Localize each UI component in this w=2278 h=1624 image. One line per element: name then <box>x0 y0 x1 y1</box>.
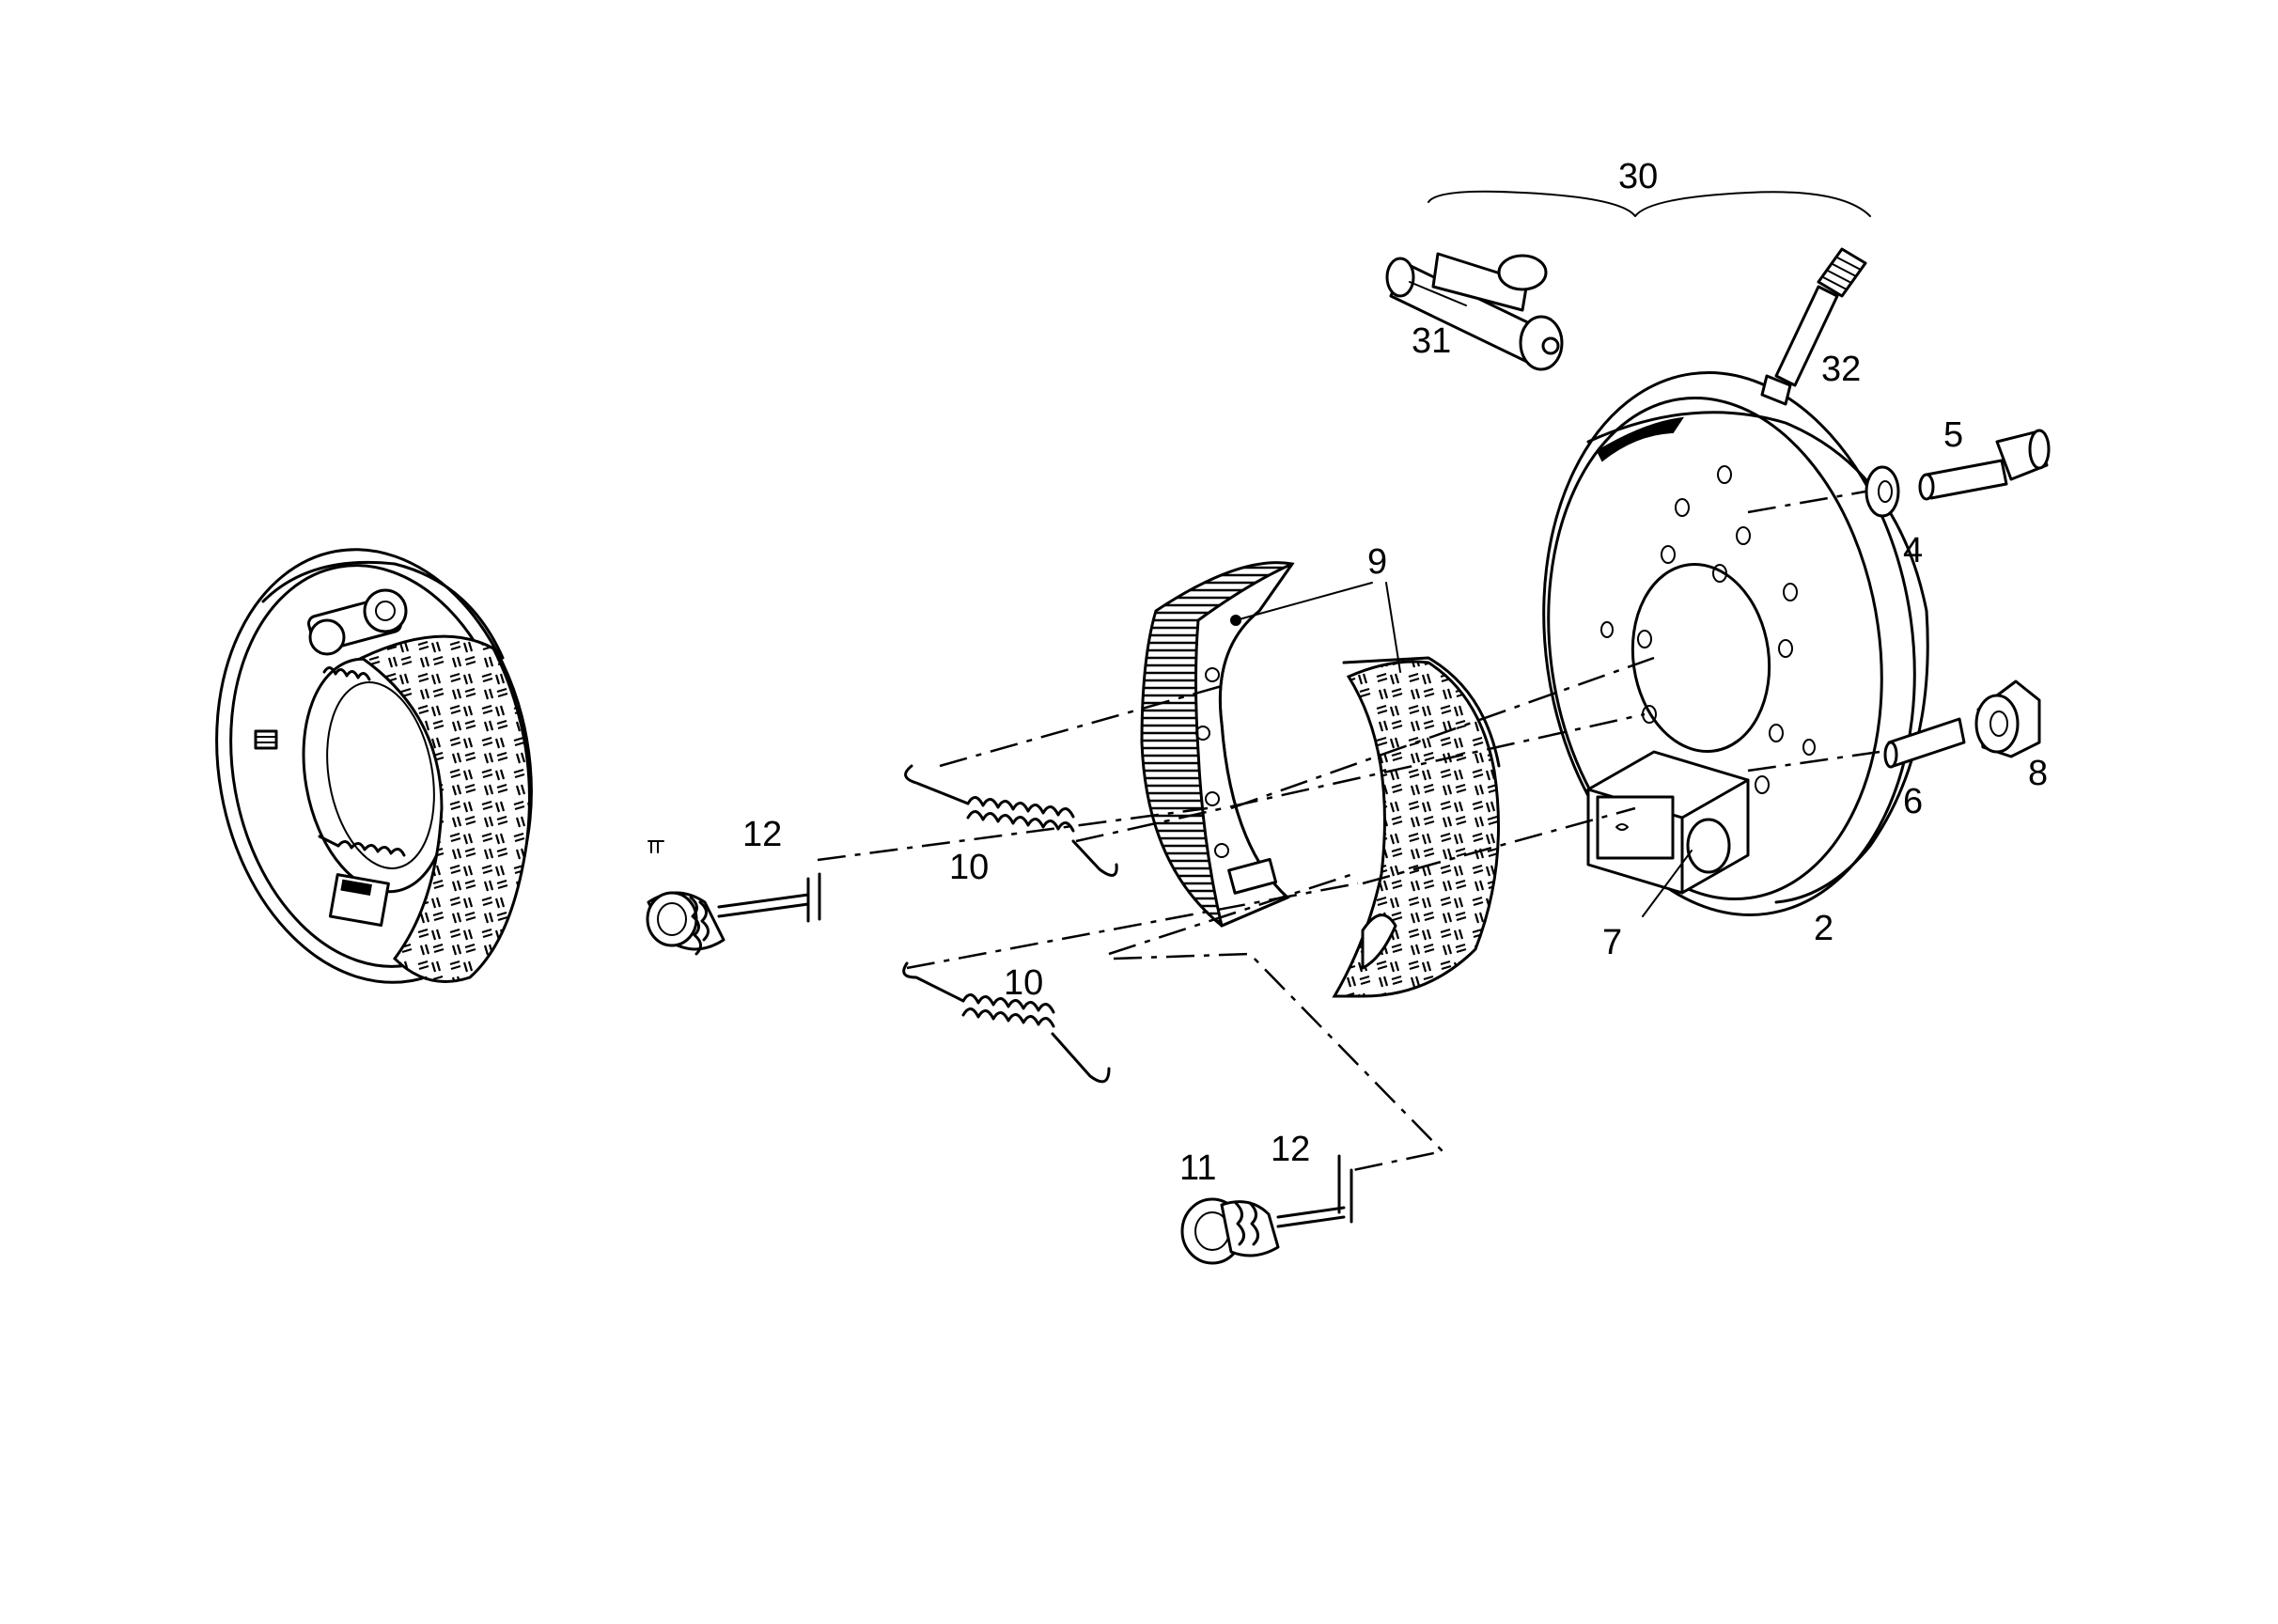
leader-lines <box>1235 190 1871 917</box>
return-spring-lower <box>902 961 1111 1084</box>
anchor-block <box>1586 750 1750 895</box>
label-30: 30 <box>1618 157 1658 196</box>
label-10-lower: 10 <box>1004 963 1043 1003</box>
washer <box>1865 465 1900 518</box>
label-12-upper: 12 <box>742 815 782 854</box>
brake-shoe-lined <box>1332 656 1501 998</box>
assembly-guide-lines <box>817 490 1880 1172</box>
backing-plate <box>1542 371 1929 916</box>
label-10-upper: 10 <box>949 848 989 887</box>
nut <box>1974 679 2041 758</box>
return-spring-upper <box>904 764 1118 877</box>
label-32: 32 <box>1821 350 1861 389</box>
stud <box>1883 717 1966 769</box>
label-4: 4 <box>1903 531 1923 570</box>
wheel-cylinder <box>1385 252 1564 371</box>
hold-down-spring-pin-upper <box>646 840 821 956</box>
label-5: 5 <box>1943 415 1963 455</box>
label-6: 6 <box>1903 782 1923 821</box>
label-7: 7 <box>1602 923 1622 962</box>
backing-plate-bolt-holes <box>1600 465 1816 794</box>
label-8: 8 <box>2028 754 2048 793</box>
bolt <box>1918 429 2051 501</box>
label-9: 9 <box>1367 542 1387 582</box>
label-12-lower: 12 <box>1271 1130 1310 1169</box>
brake-shoe-rear <box>1140 561 1295 928</box>
label-31: 31 <box>1412 321 1451 361</box>
assembled-brake-drum <box>215 548 533 984</box>
label-11-lower: 11 <box>1179 1148 1216 1188</box>
hold-down-spring-pin-lower <box>1180 1154 1353 1265</box>
label-2: 2 <box>1814 909 1833 948</box>
bleed-screw <box>1760 247 1867 406</box>
part-labels: 30 31 32 5 4 8 6 9 2 7 12 10 10 11 12 <box>742 157 2048 1188</box>
